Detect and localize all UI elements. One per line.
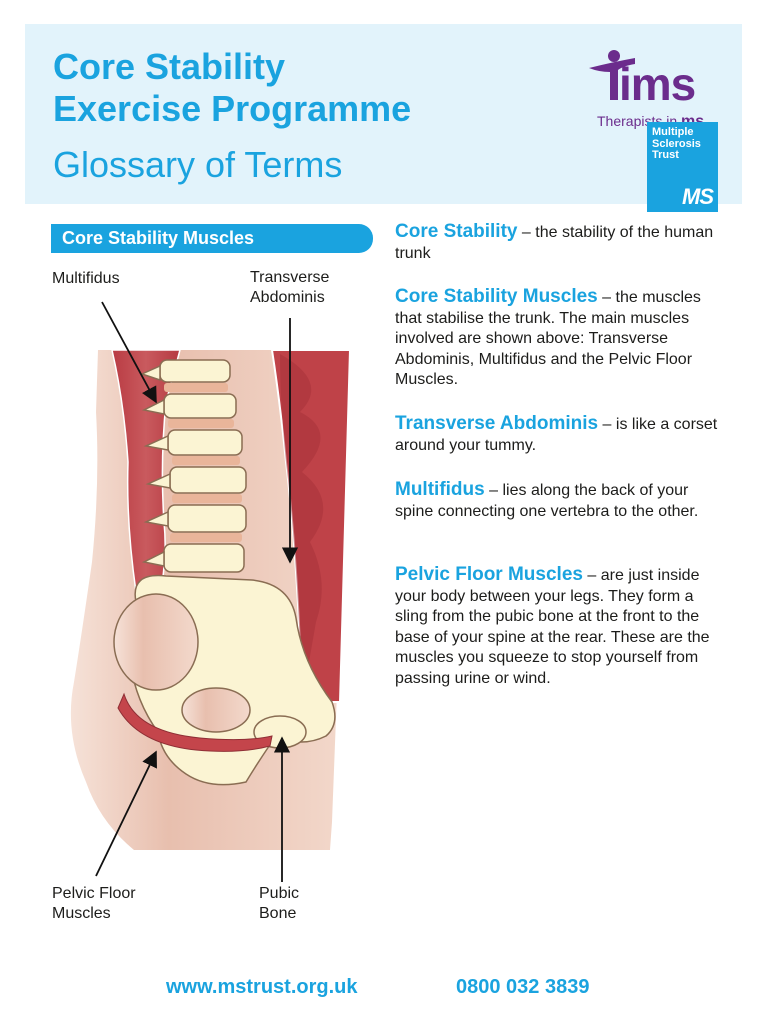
glossary-entry-core-stability: Core Stability – the stability of the hu… xyxy=(395,221,720,264)
glossary-term: Core Stability Muscles xyxy=(395,286,598,307)
glossary-definition: – the stability of the human trunk xyxy=(395,224,714,262)
label-pubic-line-1: Pubic xyxy=(259,885,300,902)
glossary-definition: – the muscles that stabilise the trunk. … xyxy=(395,289,701,388)
glossary-term: Core Stability xyxy=(395,221,518,242)
tims-logo-mark: ims xyxy=(589,50,696,108)
multifidus-arrow xyxy=(101,301,157,404)
glossary-paragraph: Pelvic Floor Muscles – are just inside y… xyxy=(395,564,720,689)
footer-phone-number[interactable]: 0800 032 3839 xyxy=(456,976,590,998)
glossary-definition: – are just inside your body between your… xyxy=(395,567,710,687)
label-pelvic-line-2: Muscles xyxy=(52,905,111,922)
header-banner: Core Stability Exercise Programme Glossa… xyxy=(25,24,742,212)
label-pelvic-floor-muscles: Pelvic Floor Muscles xyxy=(52,884,136,924)
footer-website-link[interactable]: www.mstrust.org.uk xyxy=(166,976,358,998)
ms-trust-mark: MS xyxy=(682,184,714,209)
title-line-1: Core Stability xyxy=(53,46,286,87)
glossary-term: Transverse Abdominis xyxy=(395,413,599,434)
glossary-entry-core-stability-muscles: Core Stability Muscles – the muscles tha… xyxy=(395,286,720,391)
label-pelvic-line-1: Pelvic Floor xyxy=(52,885,136,902)
glossary-definition: – is like a corset around your tummy. xyxy=(395,416,718,454)
pelvic-floor-muscle xyxy=(117,692,273,752)
ms-trust-line-2: Sclerosis xyxy=(652,137,701,150)
label-transverse-line-1: Transverse xyxy=(250,269,330,286)
svg-text:ims: ims xyxy=(619,58,695,108)
glossary-paragraph: Multifidus – lies along the back of your… xyxy=(395,479,720,522)
anatomy-illustration xyxy=(70,301,352,882)
glossary-paragraph: Core Stability Muscles – the muscles tha… xyxy=(395,286,720,391)
glossary-definition: – lies along the back of your spine conn… xyxy=(395,482,699,520)
label-pubic-line-2: Bone xyxy=(259,905,297,922)
glossary-term: Multifidus xyxy=(395,479,485,500)
glossary-term: Pelvic Floor Muscles xyxy=(395,564,583,585)
pelvic-opening xyxy=(181,687,251,733)
glossary-entry-multifidus: Multifidus – lies along the back of your… xyxy=(395,479,720,522)
spine-vertebrae xyxy=(159,359,247,573)
ms-trust-line-1: Multiple xyxy=(652,126,694,138)
label-multifidus: Multifidus xyxy=(52,270,120,287)
glossary-entry-transverse-abdominis: Transverse Abdominis – is like a corset … xyxy=(395,413,720,456)
title-line-2: Exercise Programme xyxy=(53,88,412,129)
glossary-paragraph: Transverse Abdominis – is like a corset … xyxy=(395,413,720,456)
glossary-entry-pelvic-floor-muscles: Pelvic Floor Muscles – are just inside y… xyxy=(395,564,720,689)
ms-trust-name: Multiple Sclerosis Trust xyxy=(652,126,714,162)
tims-logo: ims Therapists in ms xyxy=(583,46,723,136)
spine-discs xyxy=(164,383,242,542)
page-title: Core Stability Exercise Programme xyxy=(53,46,411,130)
label-transverse-line-2: Abdominis xyxy=(250,289,325,306)
pelvic-floor-arrow xyxy=(95,750,157,877)
label-transverse-abdominis: Transverse Abdominis xyxy=(250,268,329,308)
ms-trust-line-3: Trust xyxy=(652,149,679,161)
glossary-paragraph: Core Stability – the stability of the hu… xyxy=(395,221,720,264)
ms-trust-logo: Multiple Sclerosis Trust MS xyxy=(647,122,718,212)
anatomy-diagram: Multifidus Transverse Abdominis Pelvic F… xyxy=(40,262,370,932)
spinous-processes xyxy=(139,364,171,567)
label-pubic-bone: Pubic Bone xyxy=(259,884,299,924)
section-heading-pill: Core Stability Muscles xyxy=(51,224,373,253)
hip-socket xyxy=(113,593,199,691)
page-subtitle: Glossary of Terms xyxy=(53,144,343,185)
section-heading: Core Stability Muscles xyxy=(62,228,255,248)
